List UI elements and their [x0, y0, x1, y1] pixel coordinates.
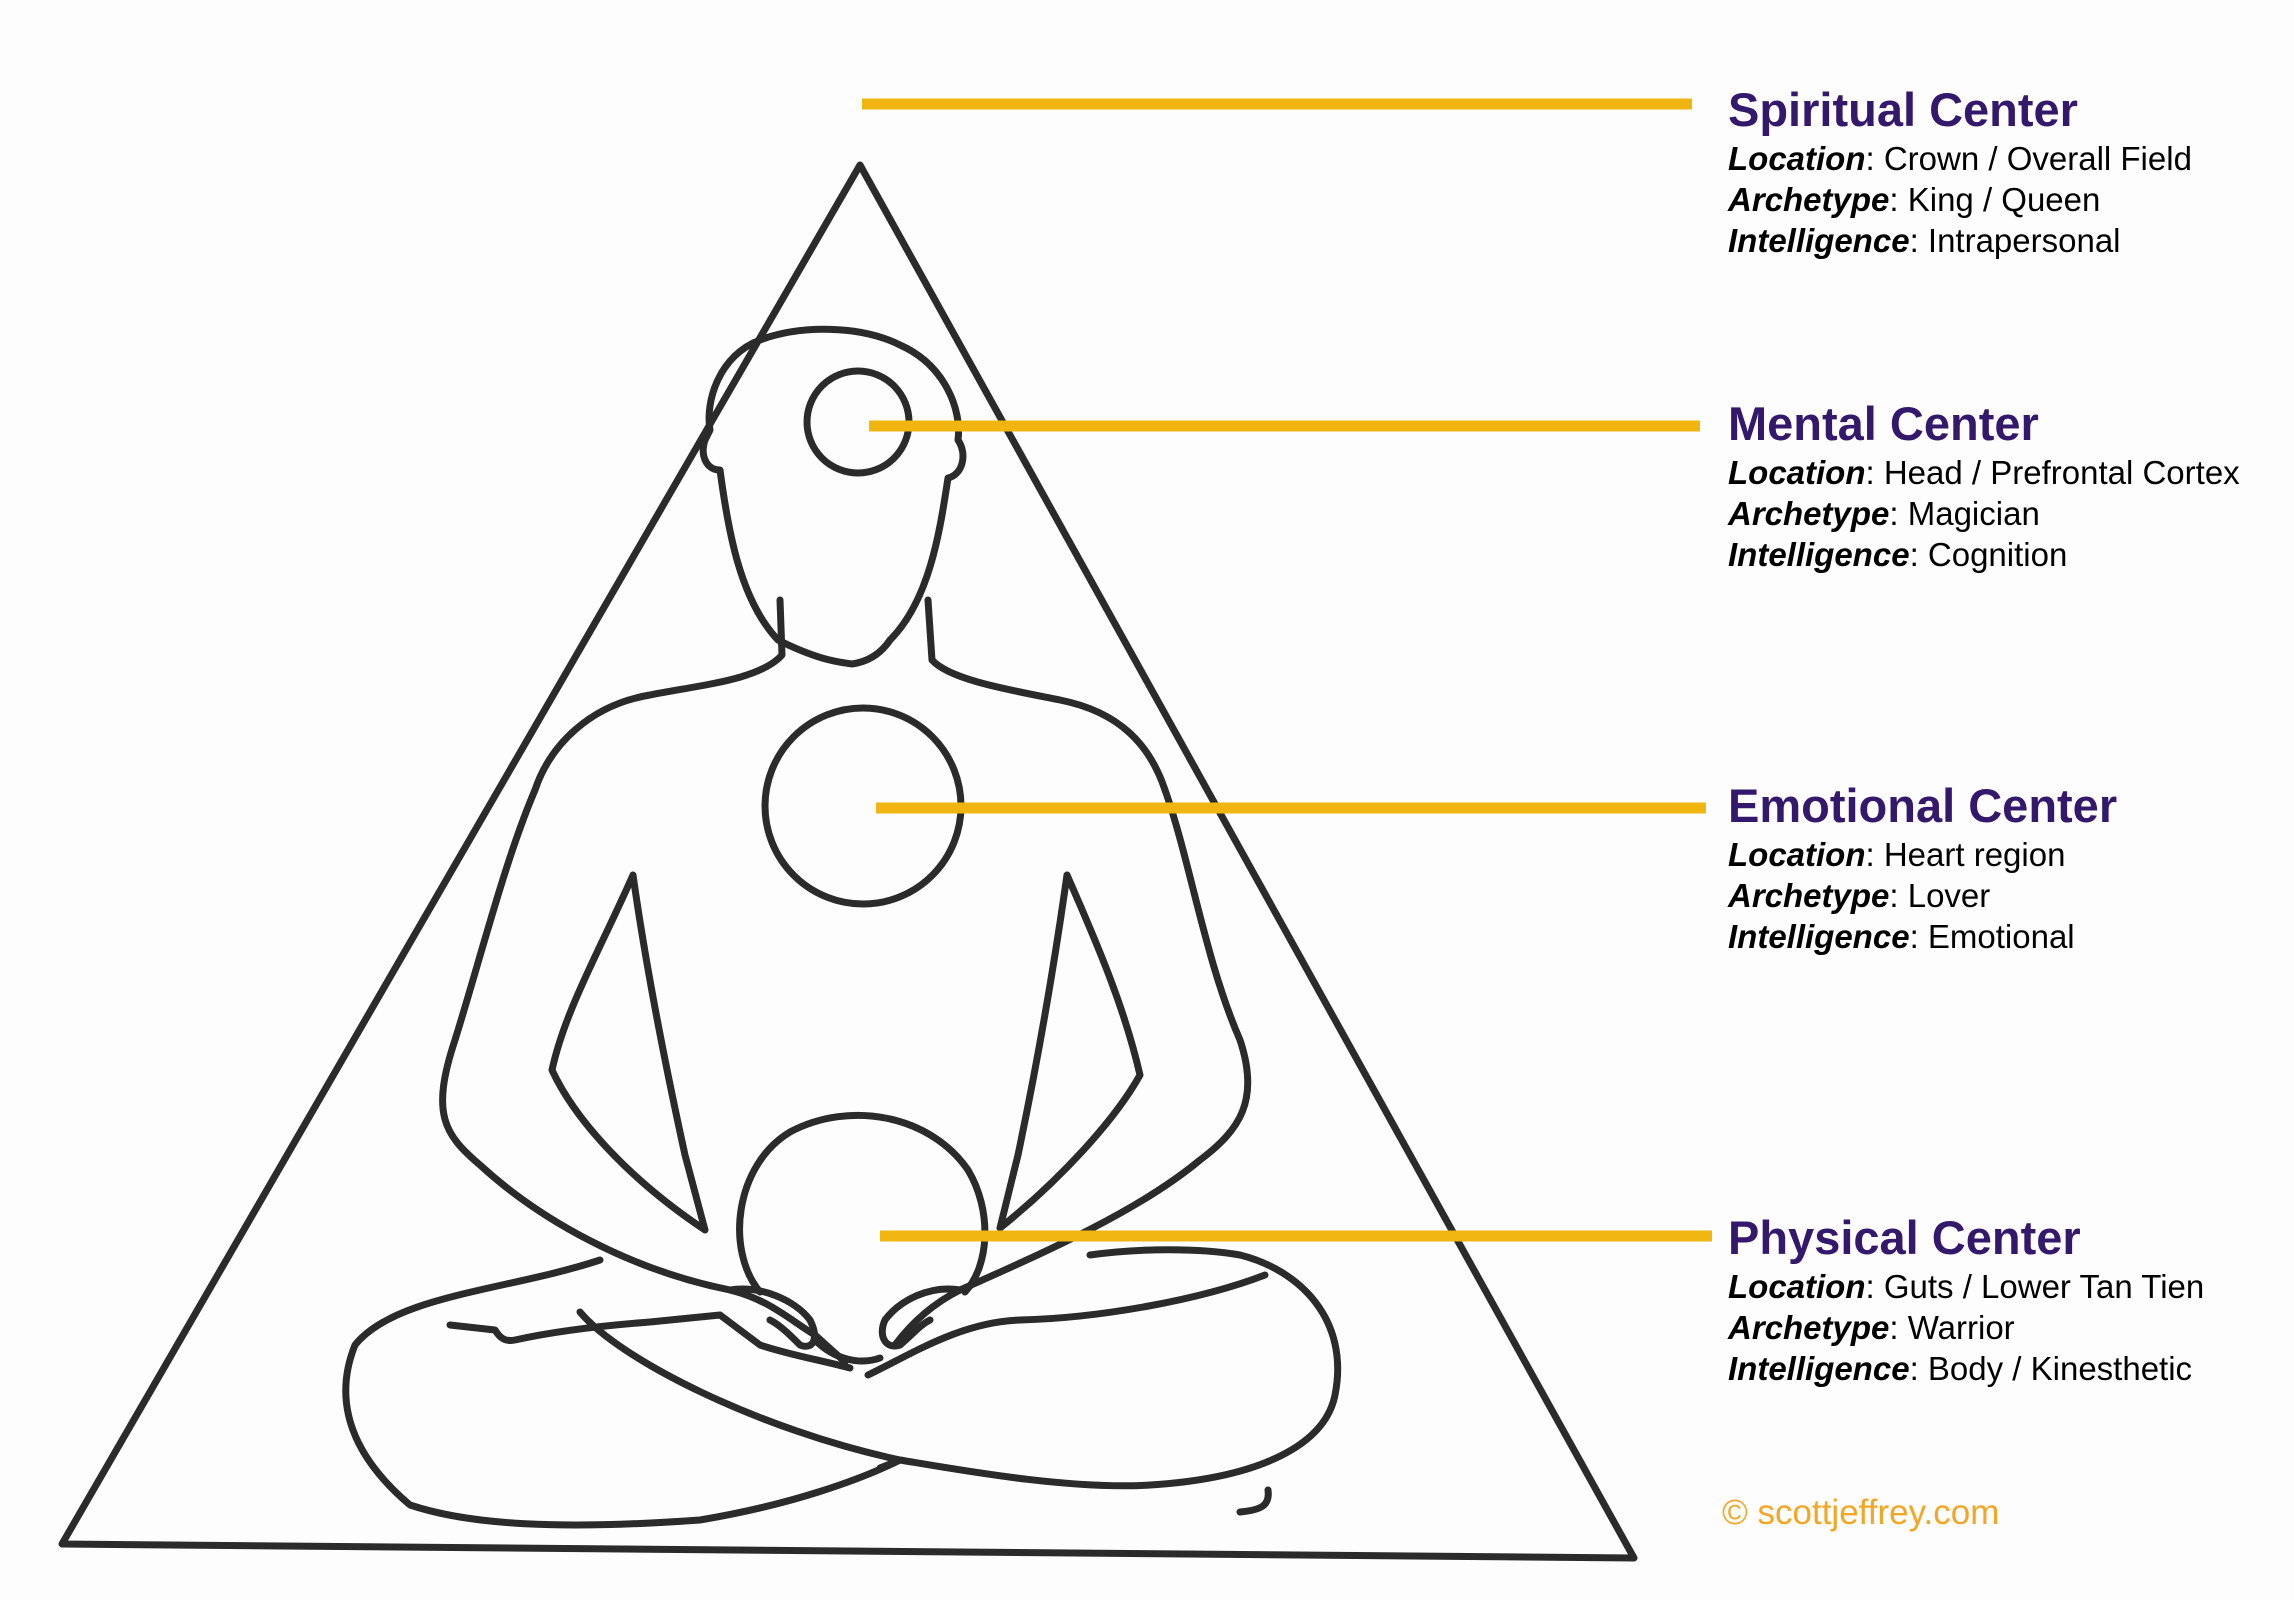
row-value: : Lover [1889, 877, 1991, 914]
figure-torso-right [996, 871, 1144, 1232]
row-key: Location [1728, 836, 1866, 873]
emotional-location-row: Location: Heart region [1728, 834, 2117, 875]
physical-location-row: Location: Guts / Lower Tan Tien [1728, 1266, 2204, 1307]
mental-center-title: Mental Center [1728, 397, 2039, 450]
row-key: Location [1728, 1268, 1866, 1305]
row-key: Archetype [1728, 181, 1890, 218]
figure-hands [726, 1285, 964, 1365]
figure-legs-inner-right [864, 1271, 1269, 1379]
physical-center-circle [736, 1111, 989, 1296]
row-value: : Crown / Overall Field [1865, 140, 2192, 177]
row-key: Archetype [1728, 877, 1890, 914]
spiritual-location-row: Location: Crown / Overall Field [1728, 138, 2192, 179]
row-key: Archetype [1728, 495, 1890, 532]
copyright-notice: © scottjeffrey.com [1722, 1493, 2000, 1532]
physical-intelligence-row: Intelligence: Body / Kinesthetic [1728, 1348, 2204, 1389]
emotional-center-block: Emotional Center Location: Heart region … [1728, 778, 2117, 957]
row-key: Intelligence [1728, 222, 1910, 259]
figure-head-outline [699, 325, 967, 668]
physical-center-block: Physical Center Location: Guts / Lower T… [1728, 1210, 2204, 1389]
spiritual-archetype-row: Archetype: King / Queen [1728, 179, 2192, 220]
row-key: Intelligence [1728, 918, 1910, 955]
row-value: : Head / Prefrontal Cortex [1865, 454, 2240, 491]
row-value: : King / Queen [1889, 181, 2101, 218]
row-key: Intelligence [1728, 536, 1910, 573]
mental-archetype-row: Archetype: Magician [1728, 493, 2240, 534]
mental-center-block: Mental Center Location: Head / Prefronta… [1728, 396, 2240, 575]
row-value: : Heart region [1865, 836, 2066, 873]
mental-intelligence-row: Intelligence: Cognition [1728, 534, 2240, 575]
row-value: : Intrapersonal [1909, 222, 2121, 259]
row-key: Location [1728, 140, 1866, 177]
figure-neck-left [531, 596, 786, 794]
physical-center-title: Physical Center [1728, 1211, 2081, 1264]
figure-legs-inner-left [446, 1311, 854, 1372]
spiritual-intelligence-row: Intelligence: Intrapersonal [1728, 220, 2192, 261]
figure-right-arm [891, 786, 1252, 1349]
row-value: : Warrior [1889, 1309, 2015, 1346]
figure-torso-left [548, 871, 709, 1234]
row-key: Location [1728, 454, 1866, 491]
triangle-outline [58, 161, 1638, 1562]
row-value: : Emotional [1909, 918, 2075, 955]
emotional-center-title: Emotional Center [1728, 779, 2118, 832]
mental-location-row: Location: Head / Prefrontal Cortex [1728, 452, 2240, 493]
figure-legs-outer [342, 1246, 1342, 1529]
row-value: : Cognition [1909, 536, 2068, 573]
physical-archetype-row: Archetype: Warrior [1728, 1307, 2204, 1348]
emotional-intelligence-row: Intelligence: Emotional [1728, 916, 2117, 957]
figure-left-arm [439, 786, 849, 1366]
spiritual-center-title: Spiritual Center [1728, 83, 2078, 136]
leader-lines [862, 98, 1712, 1242]
row-value: : Body / Kinesthetic [1909, 1350, 2193, 1387]
outline-group [58, 161, 1638, 1562]
spiritual-center-block: Spiritual Center Location: Crown / Overa… [1728, 82, 2192, 261]
figure-legs-lower [576, 1308, 1272, 1516]
row-value: : Magician [1889, 495, 2040, 532]
row-key: Intelligence [1728, 1350, 1910, 1387]
row-key: Archetype [1728, 1309, 1890, 1346]
row-value: : Guts / Lower Tan Tien [1865, 1268, 2205, 1305]
emotional-archetype-row: Archetype: Lover [1728, 875, 2117, 916]
figure-neck-right [924, 596, 1169, 794]
